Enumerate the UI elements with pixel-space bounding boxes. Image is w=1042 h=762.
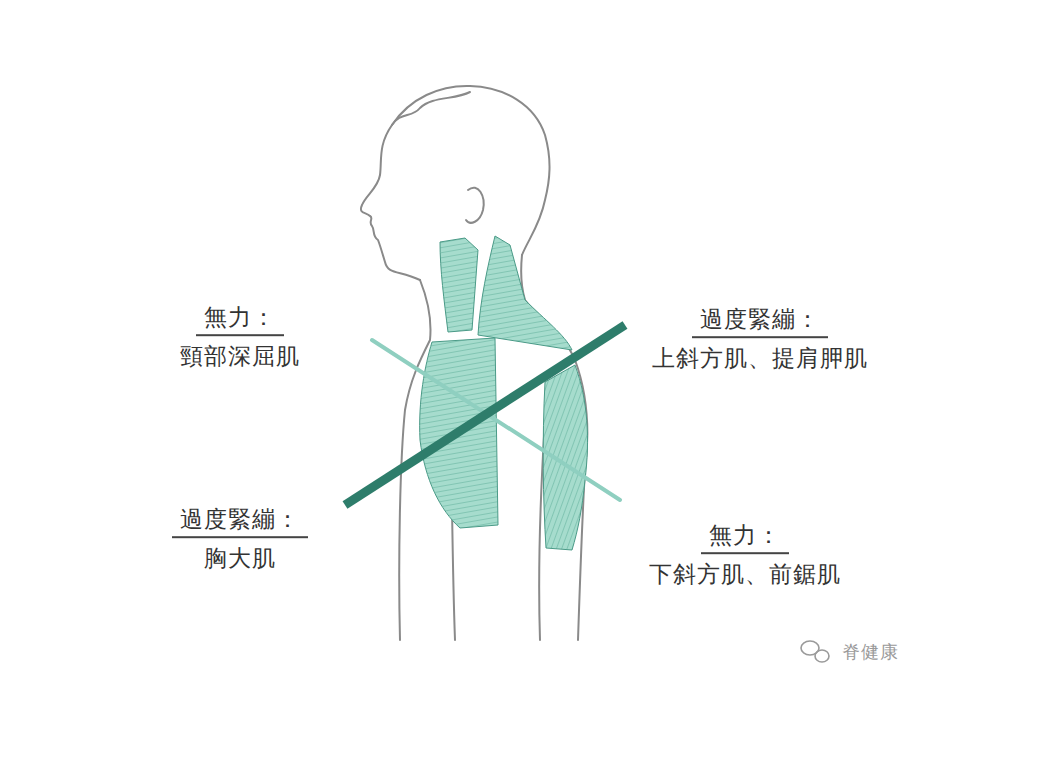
- muscle-name: 上斜方肌、提肩胛肌: [652, 345, 868, 373]
- status-heading: 無力：: [196, 304, 284, 336]
- muscle-name: 胸大肌: [204, 545, 276, 573]
- watermark: 脊健康: [842, 641, 899, 663]
- status-heading: 無力：: [701, 522, 789, 554]
- status-heading: 過度緊繃：: [692, 306, 828, 338]
- status-heading: 過度緊繃：: [172, 506, 308, 538]
- muscle-name: 頸部深屈肌: [180, 343, 300, 371]
- muscle-name: 下斜方肌、前鋸肌: [649, 561, 841, 589]
